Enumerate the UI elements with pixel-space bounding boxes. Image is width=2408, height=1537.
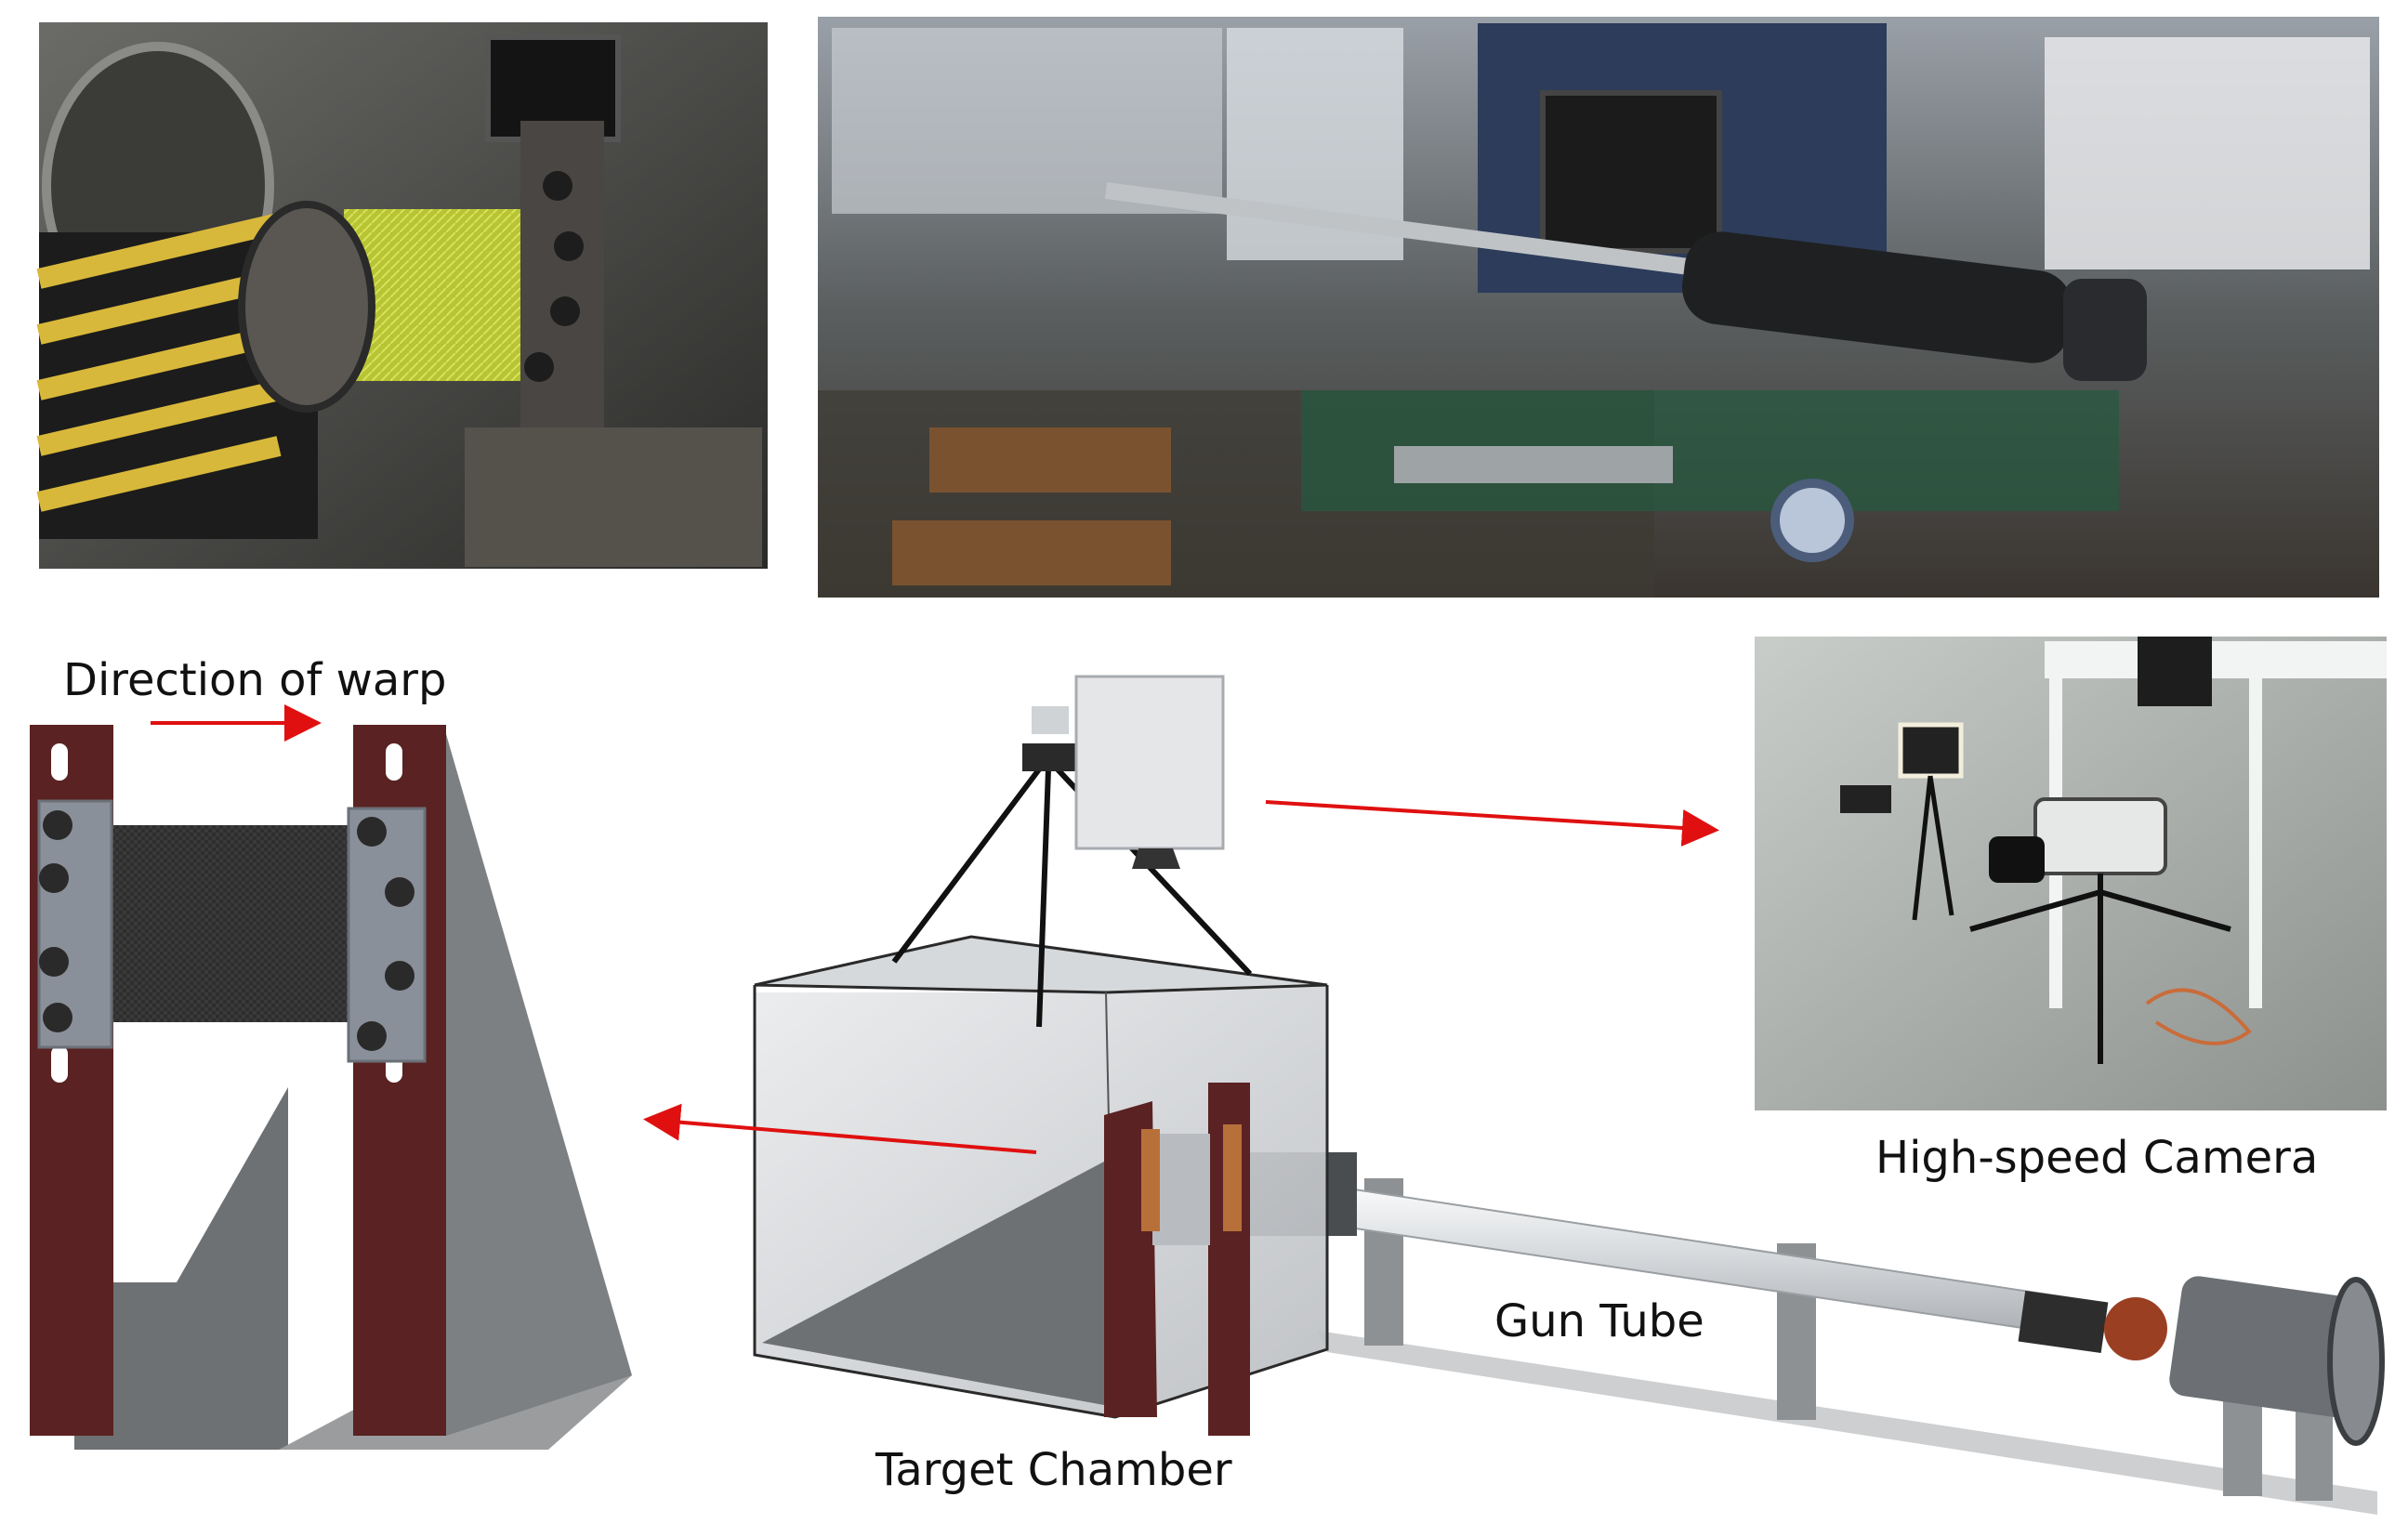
high-speed-camera-photo (1755, 637, 2387, 1110)
gun-tube-assembly (1236, 1152, 2385, 1515)
high-speed-camera-label: High-speed Camera (1875, 1132, 2318, 1184)
laboratory-setup-photo (818, 17, 2379, 598)
camera-to-photo-arrow (1265, 800, 1719, 847)
direction-of-warp-label: Direction of warp (63, 654, 447, 706)
clamp-plate-right (347, 807, 427, 1063)
fixture-render (30, 725, 632, 1450)
projectile-sphere (2104, 1297, 2167, 1360)
gun-tube-label: Gun Tube (1494, 1295, 1704, 1347)
fabric-specimen (110, 825, 353, 1022)
high-speed-camera-body (1074, 675, 1225, 850)
chamber-to-fixture-arrow (643, 1103, 1037, 1154)
specimen-closeup-photo (36, 22, 768, 569)
target-chamber-label: Target Chamber (875, 1444, 1232, 1496)
camera-on-tripod (891, 675, 1253, 1028)
